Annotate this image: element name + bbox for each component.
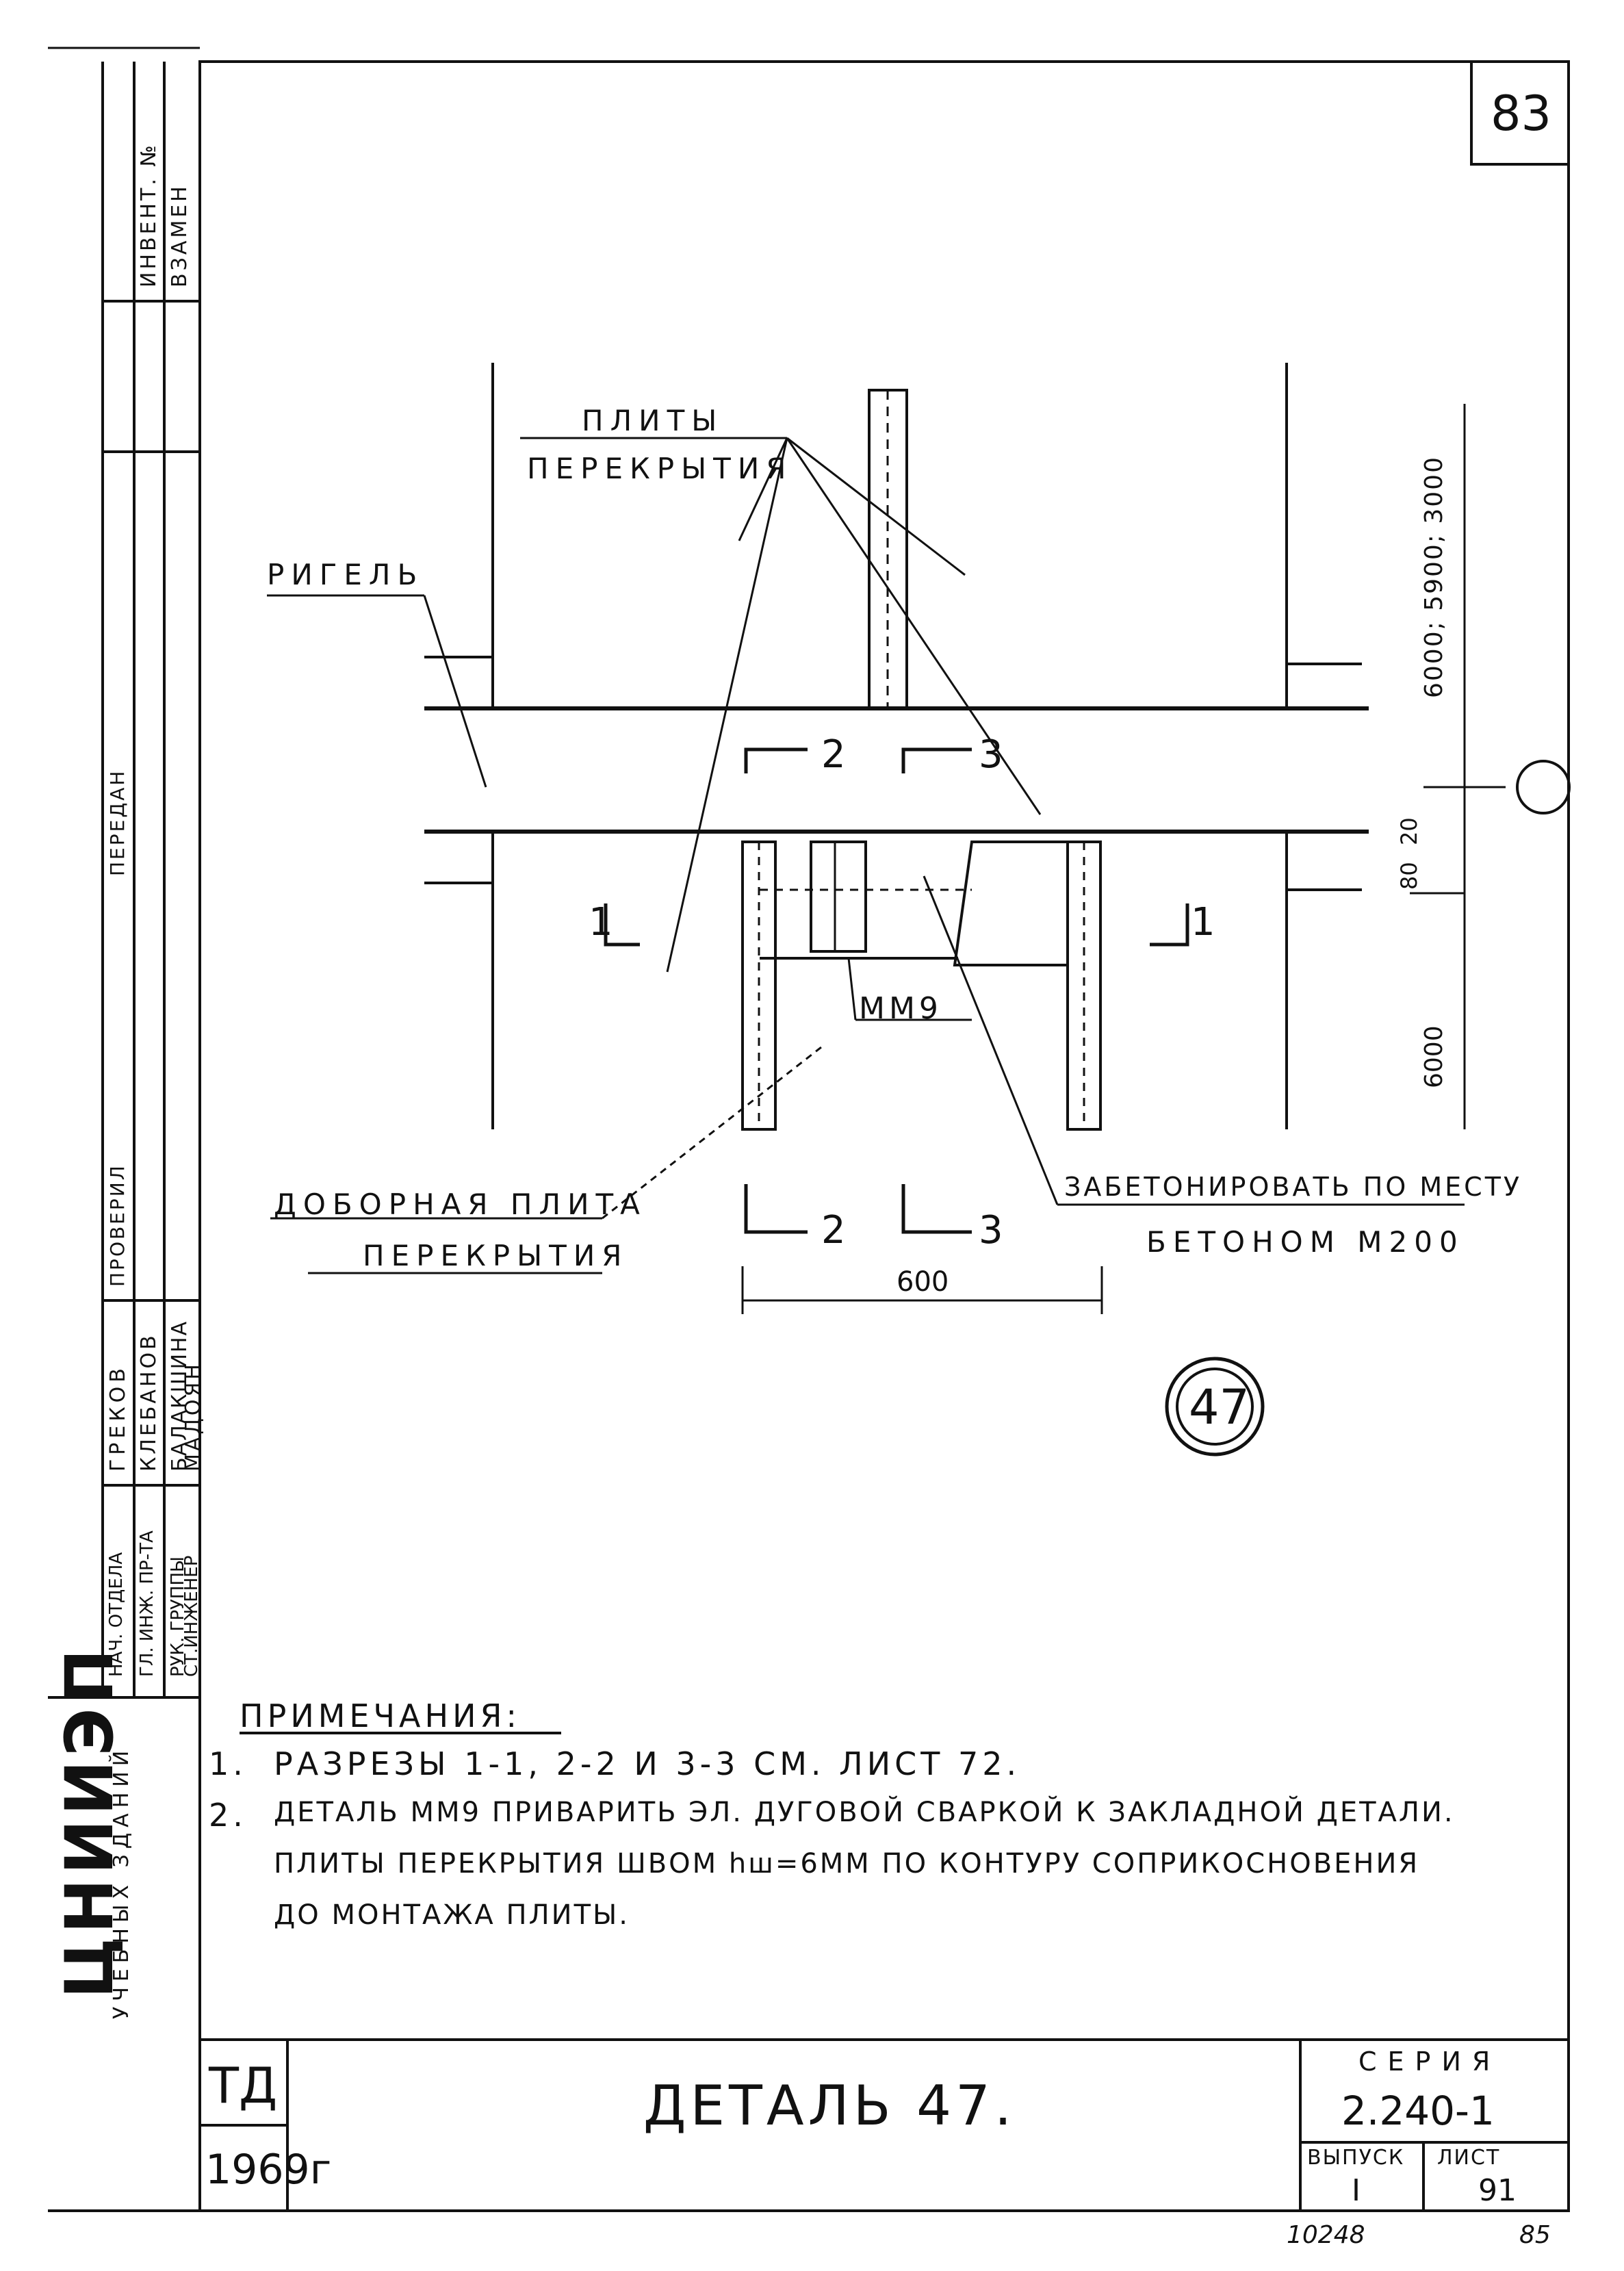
note-2-number: 2.: [209, 1797, 247, 1834]
section-3-bottom: 3: [979, 1208, 1003, 1253]
detail-mark-outer: [1165, 1357, 1265, 1457]
dim-top: 6000; 5900; 3000: [1420, 456, 1448, 698]
vypusk-label: ВЫПУСК: [1307, 2146, 1405, 2170]
td-label: ТД: [209, 2057, 278, 2114]
note-2-line-2: ПЛИТЫ ПЕРЕКРЫТИЯ ШВОМ hш=6ММ ПО КОНТУРУ …: [274, 1848, 1420, 1879]
note-2-line-1: ДЕТАЛЬ ММ9 ПРИВАРИТЬ ЭЛ. ДУГОВОЙ СВАРКОЙ…: [274, 1797, 1455, 1828]
org-subtitle: УЧЕБНЫХ ЗДАНИЙ: [109, 1745, 133, 2019]
invent-label: ИНВЕНТ. №: [137, 142, 161, 287]
note-1-number: 1.: [209, 1745, 247, 1782]
detail-mark-number: 47: [1189, 1379, 1250, 1435]
sheet-frame: [198, 60, 1570, 2212]
note-2-line-3: ДО МОНТАЖА ПЛИТЫ.: [274, 1899, 630, 1931]
vzamen-label: ВЗАМЕН: [168, 183, 192, 287]
section-1-right: 1: [1191, 900, 1215, 945]
section-3-top: 3: [979, 732, 1003, 777]
col-proveril: ПРОВЕРИЛ: [106, 1164, 129, 1287]
sheet-title: ДЕТАЛЬ 47.: [643, 2074, 1016, 2138]
vypusk-value: I: [1352, 2173, 1361, 2208]
name-2: КЛЕБАНОВ: [137, 1333, 161, 1472]
label-dobornaya: ДОБОРНАЯ ПЛИТА: [274, 1188, 647, 1221]
label-zabeton-2: БЕТОНОМ М200: [1146, 1225, 1465, 1259]
dim-width: 600: [897, 1266, 949, 1298]
dim-gap-2: 20: [1396, 817, 1422, 845]
list-label: ЛИСТ: [1437, 2146, 1501, 2170]
col-peredan: ПЕРЕДАН: [106, 769, 129, 876]
bottom-code: 10248: [1287, 2221, 1365, 2249]
label-mm9: ММ9: [859, 991, 942, 1026]
role-1: НАЧ. ОТДЕЛА: [106, 1552, 127, 1677]
label-rigel: РИГЕЛЬ: [267, 558, 424, 591]
role-2: ГЛ. ИНЖ. ПР-ТА: [137, 1530, 157, 1677]
dim-gap: 80: [1396, 862, 1422, 890]
label-dobornaya-2: ПЕРЕКРЫТИЯ: [363, 1239, 629, 1272]
notes-title: ПРИМЕЧАНИЯ:: [240, 1697, 521, 1734]
name-4: МАДОЯН: [181, 1361, 205, 1472]
label-zabeton: ЗАБЕТОНИРОВАТЬ ПО МЕСТУ: [1064, 1172, 1523, 1202]
dim-bottom: 6000: [1420, 1025, 1448, 1088]
label-plity: ПЛИТЫ: [582, 404, 724, 437]
note-1-text: РАЗРЕЗЫ 1-1, 2-2 И 3-3 СМ. ЛИСТ 72.: [274, 1745, 1021, 1782]
seria-value: 2.240-1: [1341, 2088, 1495, 2134]
page-number: 83: [1491, 86, 1552, 142]
year: 1969г: [205, 2146, 332, 2194]
seria-label: СЕРИЯ: [1358, 2047, 1501, 2077]
label-perekrytiya: ПЕРЕКРЫТИЯ: [527, 452, 793, 485]
role-4: СТ.ИНЖЕНЕР: [181, 1555, 202, 1677]
section-2-bottom: 2: [821, 1208, 846, 1253]
list-value: 91: [1478, 2173, 1517, 2208]
bottom-page: 85: [1519, 2221, 1551, 2249]
section-1-left: 1: [589, 900, 613, 945]
section-2-top: 2: [821, 732, 846, 777]
page-number-box: [1470, 60, 1570, 166]
name-1: ГРЕКОВ: [106, 1364, 130, 1472]
